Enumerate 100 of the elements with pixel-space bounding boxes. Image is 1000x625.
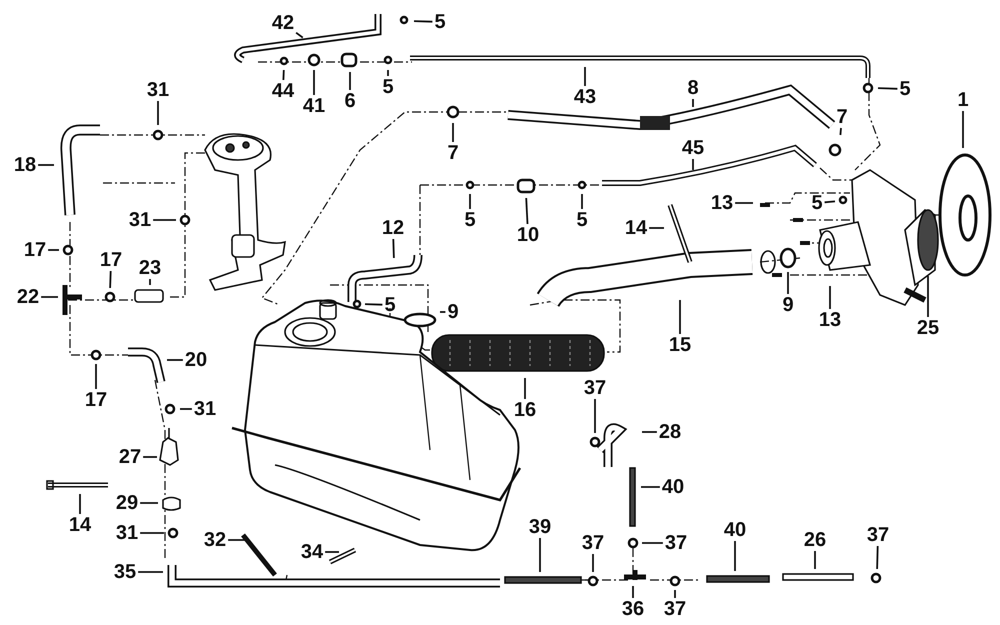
leader-line — [143, 456, 157, 458]
callout-number: 32 — [204, 530, 226, 550]
callout-number: 20 — [184, 350, 208, 370]
callout-number: 5 — [434, 12, 446, 32]
callout-number: 25 — [916, 318, 940, 338]
leader-line — [364, 303, 382, 306]
callout-number: 12 — [382, 218, 404, 238]
leader-line — [642, 542, 663, 544]
leader-line — [153, 219, 176, 221]
leader-line — [539, 538, 541, 572]
callout-number: 7 — [447, 143, 459, 163]
callout-number: 37 — [582, 533, 604, 553]
callout-number: 15 — [668, 335, 692, 355]
leader-line — [440, 311, 446, 313]
leader-line — [79, 494, 81, 514]
leader-line — [679, 300, 681, 334]
leader-line — [157, 101, 159, 125]
leader-line — [109, 270, 112, 288]
leader-line — [734, 541, 736, 571]
callout-number: 44 — [272, 81, 294, 101]
leader-line — [641, 486, 660, 488]
leader-line — [674, 590, 676, 598]
leader-line — [787, 272, 789, 294]
callout-number: 31 — [128, 210, 152, 230]
callout-number: 23 — [138, 258, 162, 278]
leader-line — [840, 128, 842, 136]
callout-number: 9 — [447, 302, 459, 322]
leader-line — [876, 546, 879, 570]
leader-line — [138, 571, 163, 573]
leader-line — [414, 20, 432, 23]
callout-number: 14 — [68, 515, 92, 535]
leader-line — [642, 431, 657, 433]
leader-line — [452, 123, 454, 142]
callout-number: 40 — [662, 477, 684, 497]
callout-number: 41 — [302, 96, 326, 116]
callout-number: 26 — [804, 530, 826, 550]
callout-number: 13 — [710, 193, 734, 213]
callout-number: 8 — [687, 78, 699, 98]
leader-line — [649, 227, 664, 229]
leader-line — [927, 276, 929, 317]
leader-line — [38, 164, 54, 166]
callout-number: 7 — [836, 107, 848, 127]
leader-line — [735, 202, 753, 204]
callout-number: 5 — [811, 193, 823, 213]
callout-number: 22 — [16, 287, 40, 307]
leader-line — [167, 359, 183, 361]
leader-line — [140, 502, 158, 504]
leader-line — [878, 87, 898, 90]
callout-number: 36 — [622, 599, 644, 619]
callout-number: 37 — [866, 525, 890, 545]
leader-line — [962, 111, 964, 148]
leader-line — [140, 532, 164, 534]
leader-line — [149, 279, 151, 285]
leader-line — [392, 238, 395, 258]
leader-line — [313, 70, 315, 95]
callout-number: 37 — [664, 599, 686, 619]
leader-line — [296, 32, 304, 38]
leader-line — [594, 399, 596, 433]
leader-line — [387, 70, 389, 76]
leader-line — [180, 408, 192, 410]
leader-line — [814, 551, 816, 569]
callout-number: 16 — [514, 400, 536, 420]
leader-line — [95, 364, 97, 389]
callout-number: 9 — [782, 295, 794, 315]
callout-number: 40 — [724, 520, 746, 540]
callout-number: 39 — [528, 517, 552, 537]
callout-number: 42 — [272, 13, 294, 33]
callout-number: 5 — [384, 295, 396, 315]
callout-number: 10 — [516, 225, 540, 245]
leader-line — [692, 159, 694, 170]
callout-number: 13 — [818, 310, 842, 330]
callout-number: 37 — [584, 378, 606, 398]
callout-number: 5 — [464, 210, 476, 230]
callout-number: 17 — [84, 390, 108, 410]
leader-line — [524, 378, 526, 399]
leader-line — [325, 551, 339, 553]
callout-number: 29 — [116, 493, 138, 513]
callout-number: 35 — [114, 562, 136, 582]
callout-number: 5 — [382, 77, 394, 97]
leader-line — [592, 554, 594, 572]
callout-number: 28 — [658, 422, 682, 442]
callout-number: 31 — [116, 523, 138, 543]
leader-line — [584, 67, 586, 86]
leader-line — [469, 194, 471, 209]
leader-line — [692, 99, 694, 107]
callout-number: 18 — [14, 155, 36, 175]
callout-number: 17 — [100, 250, 122, 270]
callout-number: 27 — [118, 447, 142, 467]
leader-line — [41, 296, 58, 298]
callout-number: 31 — [146, 80, 170, 100]
callout-number: 1 — [957, 90, 969, 110]
callout-number: 31 — [194, 399, 216, 419]
callout-number: 45 — [682, 138, 704, 158]
callout-number: 37 — [664, 533, 688, 553]
callout-number: 5 — [899, 79, 911, 99]
callout-number: 14 — [624, 218, 648, 238]
leader-line — [824, 200, 836, 204]
leader-line — [349, 72, 351, 90]
leader-line — [829, 286, 831, 309]
leader-line — [632, 586, 634, 598]
